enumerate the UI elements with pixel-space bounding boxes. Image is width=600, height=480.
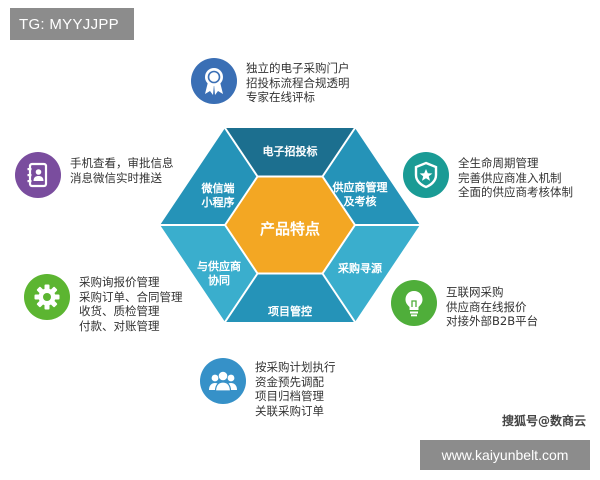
segment-supplier-collaboration — [160, 225, 258, 322]
contact-book-icon — [15, 152, 61, 198]
watermark-url: www.kaiyunbelt.com — [420, 440, 590, 470]
feature-project-control-text: 按采购计划执行 资金预先调配 项目归档管理 关联采购订单 — [255, 360, 336, 418]
gear-icon — [24, 274, 70, 320]
team-people-icon — [200, 358, 246, 404]
feature-lifecycle-text: 全生命周期管理 完善供应商准入机制 全面的供应商考核体制 — [458, 156, 573, 199]
feature-quotation-text: 采购询报价管理 采购订单、合同管理 收货、质检管理 付款、对账管理 — [79, 275, 183, 333]
feature-portal-text: 独立的电子采购门户 招投标流程合规透明 专家在线评标 — [246, 61, 350, 104]
segment-label-sourcing: 采购寻源 — [338, 262, 382, 275]
center-hexagon — [223, 175, 357, 275]
segment-label-supplier-management: 供应商管理 及考核 — [332, 181, 388, 208]
segment-label-wechat-miniprogram: 微信端 小程序 — [201, 182, 235, 209]
segment-divider — [224, 127, 259, 178]
segment-project-control — [225, 273, 355, 322]
lightbulb-icon — [391, 280, 437, 326]
tag-badge: TG: MYYJJPP — [10, 8, 134, 40]
segment-divider — [224, 272, 259, 323]
segment-label-supplier-collaboration: 与供应商 协同 — [197, 260, 241, 287]
segment-supplier-management — [322, 128, 420, 225]
award-ribbon-icon — [191, 58, 237, 104]
segment-sourcing — [322, 225, 420, 322]
watermark-source: 搜狐号@数商云 — [502, 414, 587, 428]
feature-internet-procurement-text: 互联网采购 供应商在线报价 对接外部B2B平台 — [446, 285, 539, 328]
segment-divider — [321, 127, 356, 178]
segment-divider — [321, 272, 356, 323]
shield-star-icon — [403, 152, 449, 198]
feature-mobile-approval-text: 手机查看，审批信息 消息微信实时推送 — [70, 156, 174, 185]
center-label: 产品特点 — [259, 220, 320, 238]
segment-bidding — [225, 128, 355, 177]
segment-label-bidding: 电子招投标 — [262, 145, 318, 158]
segment-label-project-control: 项目管控 — [268, 305, 312, 318]
segment-wechat-miniprogram — [160, 128, 258, 225]
